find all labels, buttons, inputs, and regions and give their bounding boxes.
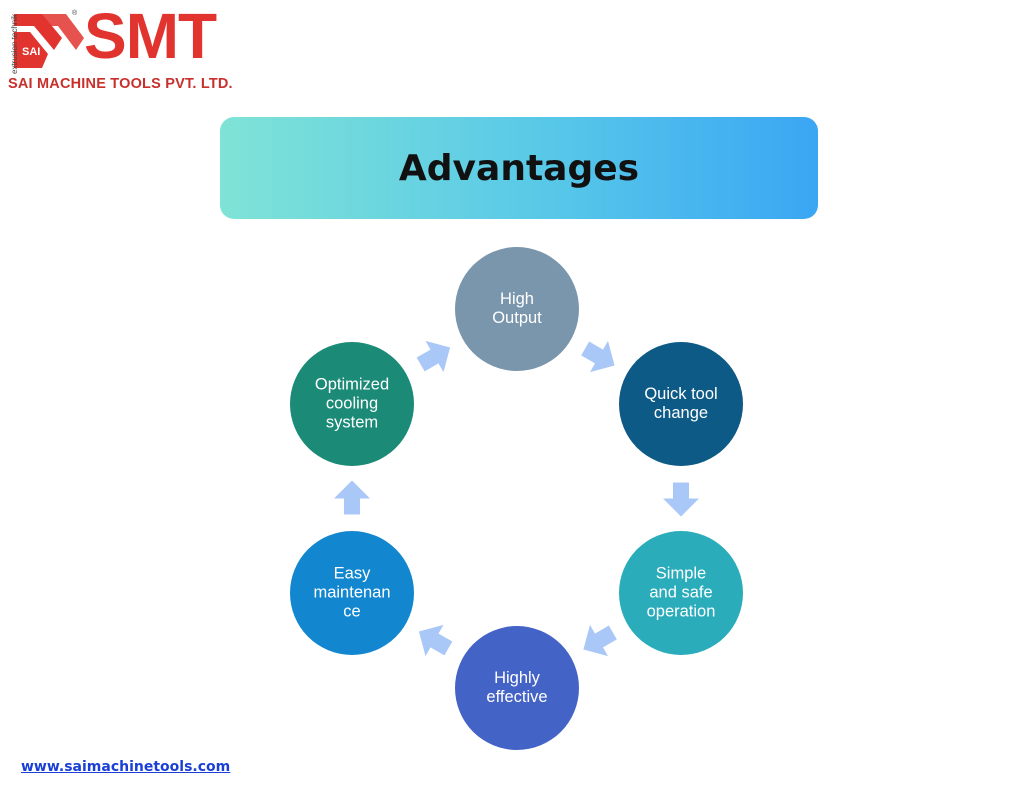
logo-brand: SMT bbox=[84, 0, 217, 72]
page-title: Advantages bbox=[398, 147, 640, 189]
website-link[interactable]: www.saimachinetools.com bbox=[21, 759, 231, 775]
cycle-arrow-4-icon bbox=[418, 624, 453, 657]
cycle-arrow-2-icon bbox=[663, 482, 699, 517]
cycle-node-2 bbox=[619, 342, 743, 466]
logo-badge: SAI bbox=[22, 46, 41, 58]
cycle-arrow-5-icon bbox=[334, 480, 370, 515]
logo-registered-mark: ® bbox=[72, 10, 78, 17]
cycle-arrow-1-icon bbox=[581, 340, 615, 373]
company-logo: extrusion technik SAI ® SMT SAI MACHINE … bbox=[8, 4, 258, 95]
logo-mark-icon bbox=[14, 14, 84, 68]
cycle-arrow-3-icon bbox=[583, 624, 617, 657]
cycle-node-3 bbox=[619, 531, 743, 655]
cycle-node-4 bbox=[455, 626, 579, 750]
title-banner: Advantages bbox=[220, 117, 818, 219]
cycle-node-5 bbox=[290, 531, 414, 655]
cycle-node-1 bbox=[455, 247, 579, 371]
cycle-arrow-6-icon bbox=[416, 340, 451, 373]
cycle-node-6 bbox=[290, 342, 414, 466]
company-name: SAI MACHINE TOOLS PVT. LTD. bbox=[8, 76, 233, 92]
